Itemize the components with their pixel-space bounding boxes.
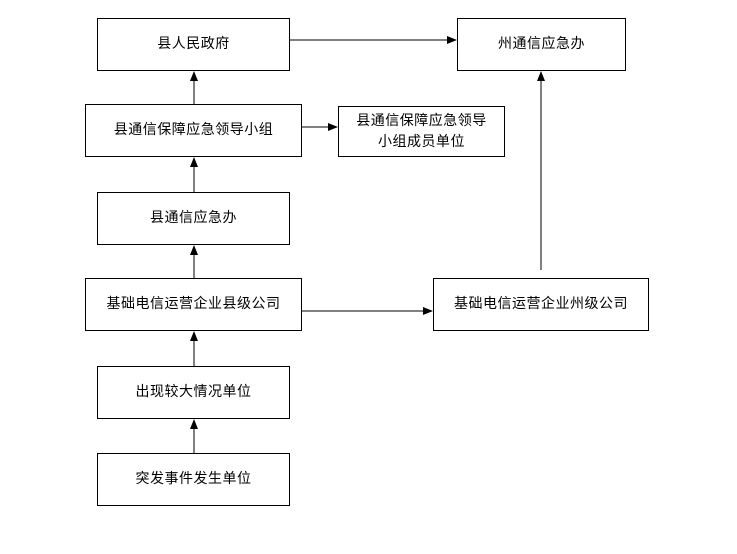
node-county-office: 县通信应急办 <box>97 192 290 245</box>
node-emergency-unit: 突发事件发生单位 <box>97 453 290 506</box>
node-telecom-state: 基础电信运营企业州级公司 <box>433 278 649 331</box>
node-major-unit: 出现较大情况单位 <box>97 366 290 419</box>
node-telecom-county: 基础电信运营企业县级公司 <box>85 278 302 331</box>
node-state-office: 州通信应急办 <box>457 18 626 71</box>
node-group-members: 县通信保障应急领导 小组成员单位 <box>338 106 505 157</box>
node-county-group: 县通信保障应急领导小组 <box>85 104 302 157</box>
node-county-gov: 县人民政府 <box>97 18 290 71</box>
